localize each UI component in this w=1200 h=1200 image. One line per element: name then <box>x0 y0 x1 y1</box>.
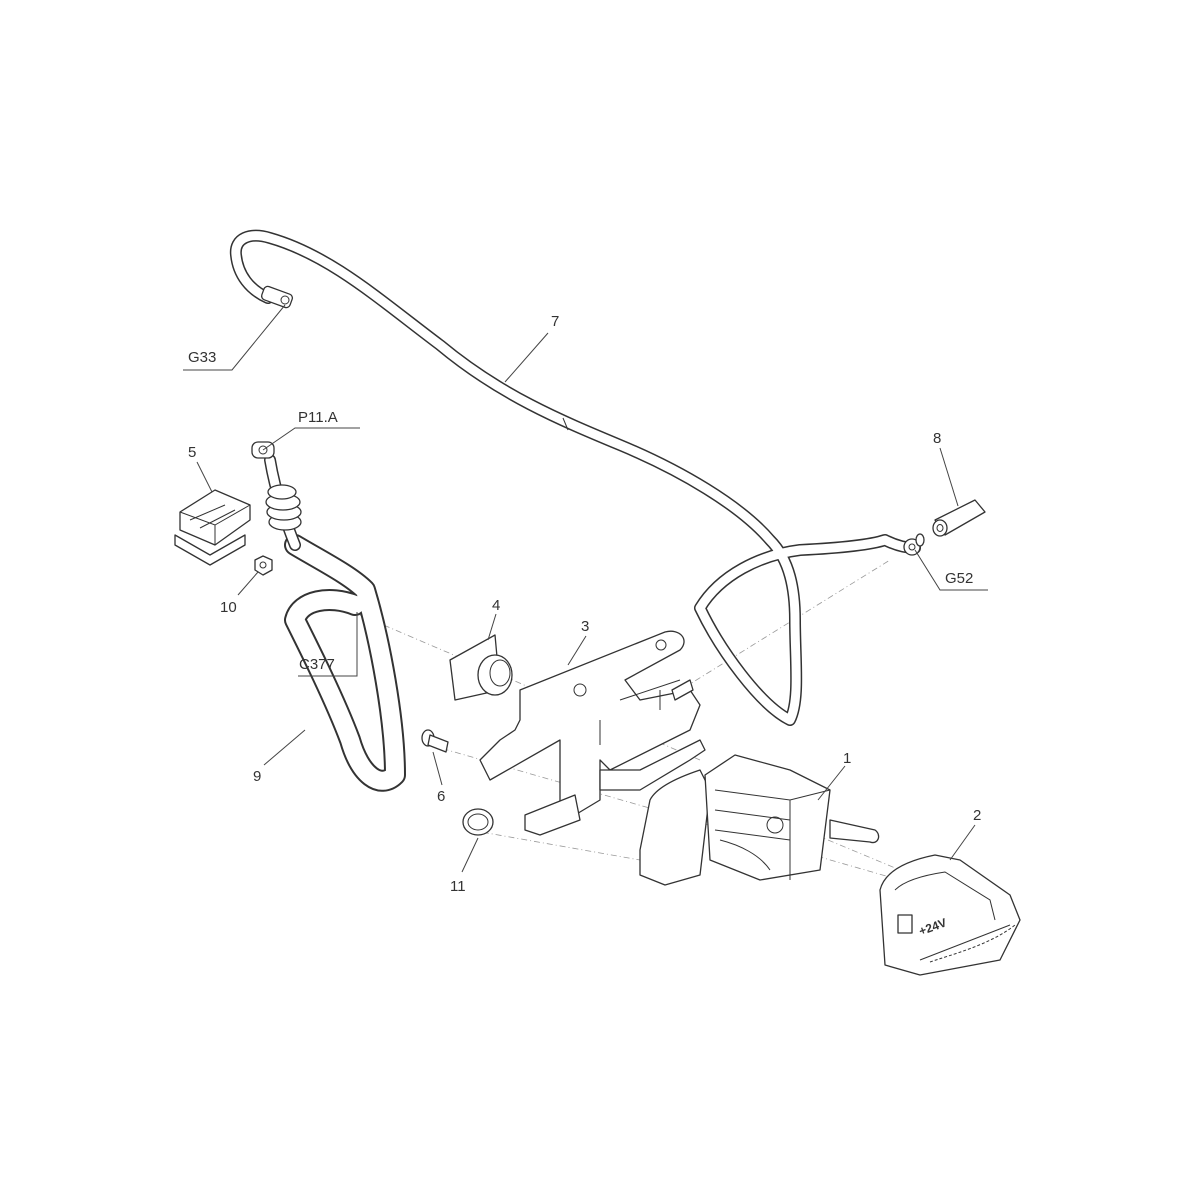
callout-label: 11 <box>450 878 466 895</box>
part-2-cover: +24V <box>879 854 1021 976</box>
part-11-grommet <box>462 808 494 836</box>
callout-10: 10 <box>220 571 259 616</box>
callout-p11a: P11.A <box>262 409 360 451</box>
callout-label: 9 <box>253 768 261 785</box>
callout-8: 8 <box>933 430 959 507</box>
callout-label: 4 <box>492 597 500 614</box>
callout-label: 5 <box>188 444 196 461</box>
callout-label: 1 <box>843 750 851 767</box>
callout-label: P11.A <box>298 409 338 426</box>
callout-11: 11 <box>450 837 479 895</box>
callout-7: 7 <box>504 313 559 383</box>
callout-5: 5 <box>188 444 213 493</box>
callout-c377: C377 <box>298 612 358 677</box>
rubber-boot <box>265 484 302 531</box>
callout-label: C377 <box>299 656 335 673</box>
callout-label: G33 <box>188 349 216 366</box>
callout-6: 6 <box>432 751 445 805</box>
callout-g52: G52 <box>914 549 988 591</box>
part-4-switch <box>449 634 513 701</box>
callout-label: 8 <box>933 430 941 447</box>
part-10-nut <box>254 555 273 576</box>
cable-7 <box>229 229 921 726</box>
part-1-housing <box>639 754 880 886</box>
callout-4: 4 <box>487 597 500 641</box>
part-8-spacer <box>915 499 986 547</box>
callout-g33: G33 <box>183 304 286 371</box>
part-6-screw <box>421 729 449 753</box>
callout-label: 10 <box>220 599 237 616</box>
callout-label: 6 <box>437 788 445 805</box>
callout-label: G52 <box>945 570 973 587</box>
callout-label: 7 <box>551 313 559 330</box>
part-3-bracket <box>479 630 706 836</box>
callout-2: 2 <box>949 807 981 861</box>
callout-9: 9 <box>253 729 306 785</box>
part-5-clip <box>174 489 251 566</box>
callout-label: 3 <box>581 618 589 635</box>
callout-1: 1 <box>817 750 851 801</box>
ring-terminal-g33 <box>260 285 294 309</box>
callout-3: 3 <box>567 618 589 666</box>
callout-label: 2 <box>973 807 981 824</box>
